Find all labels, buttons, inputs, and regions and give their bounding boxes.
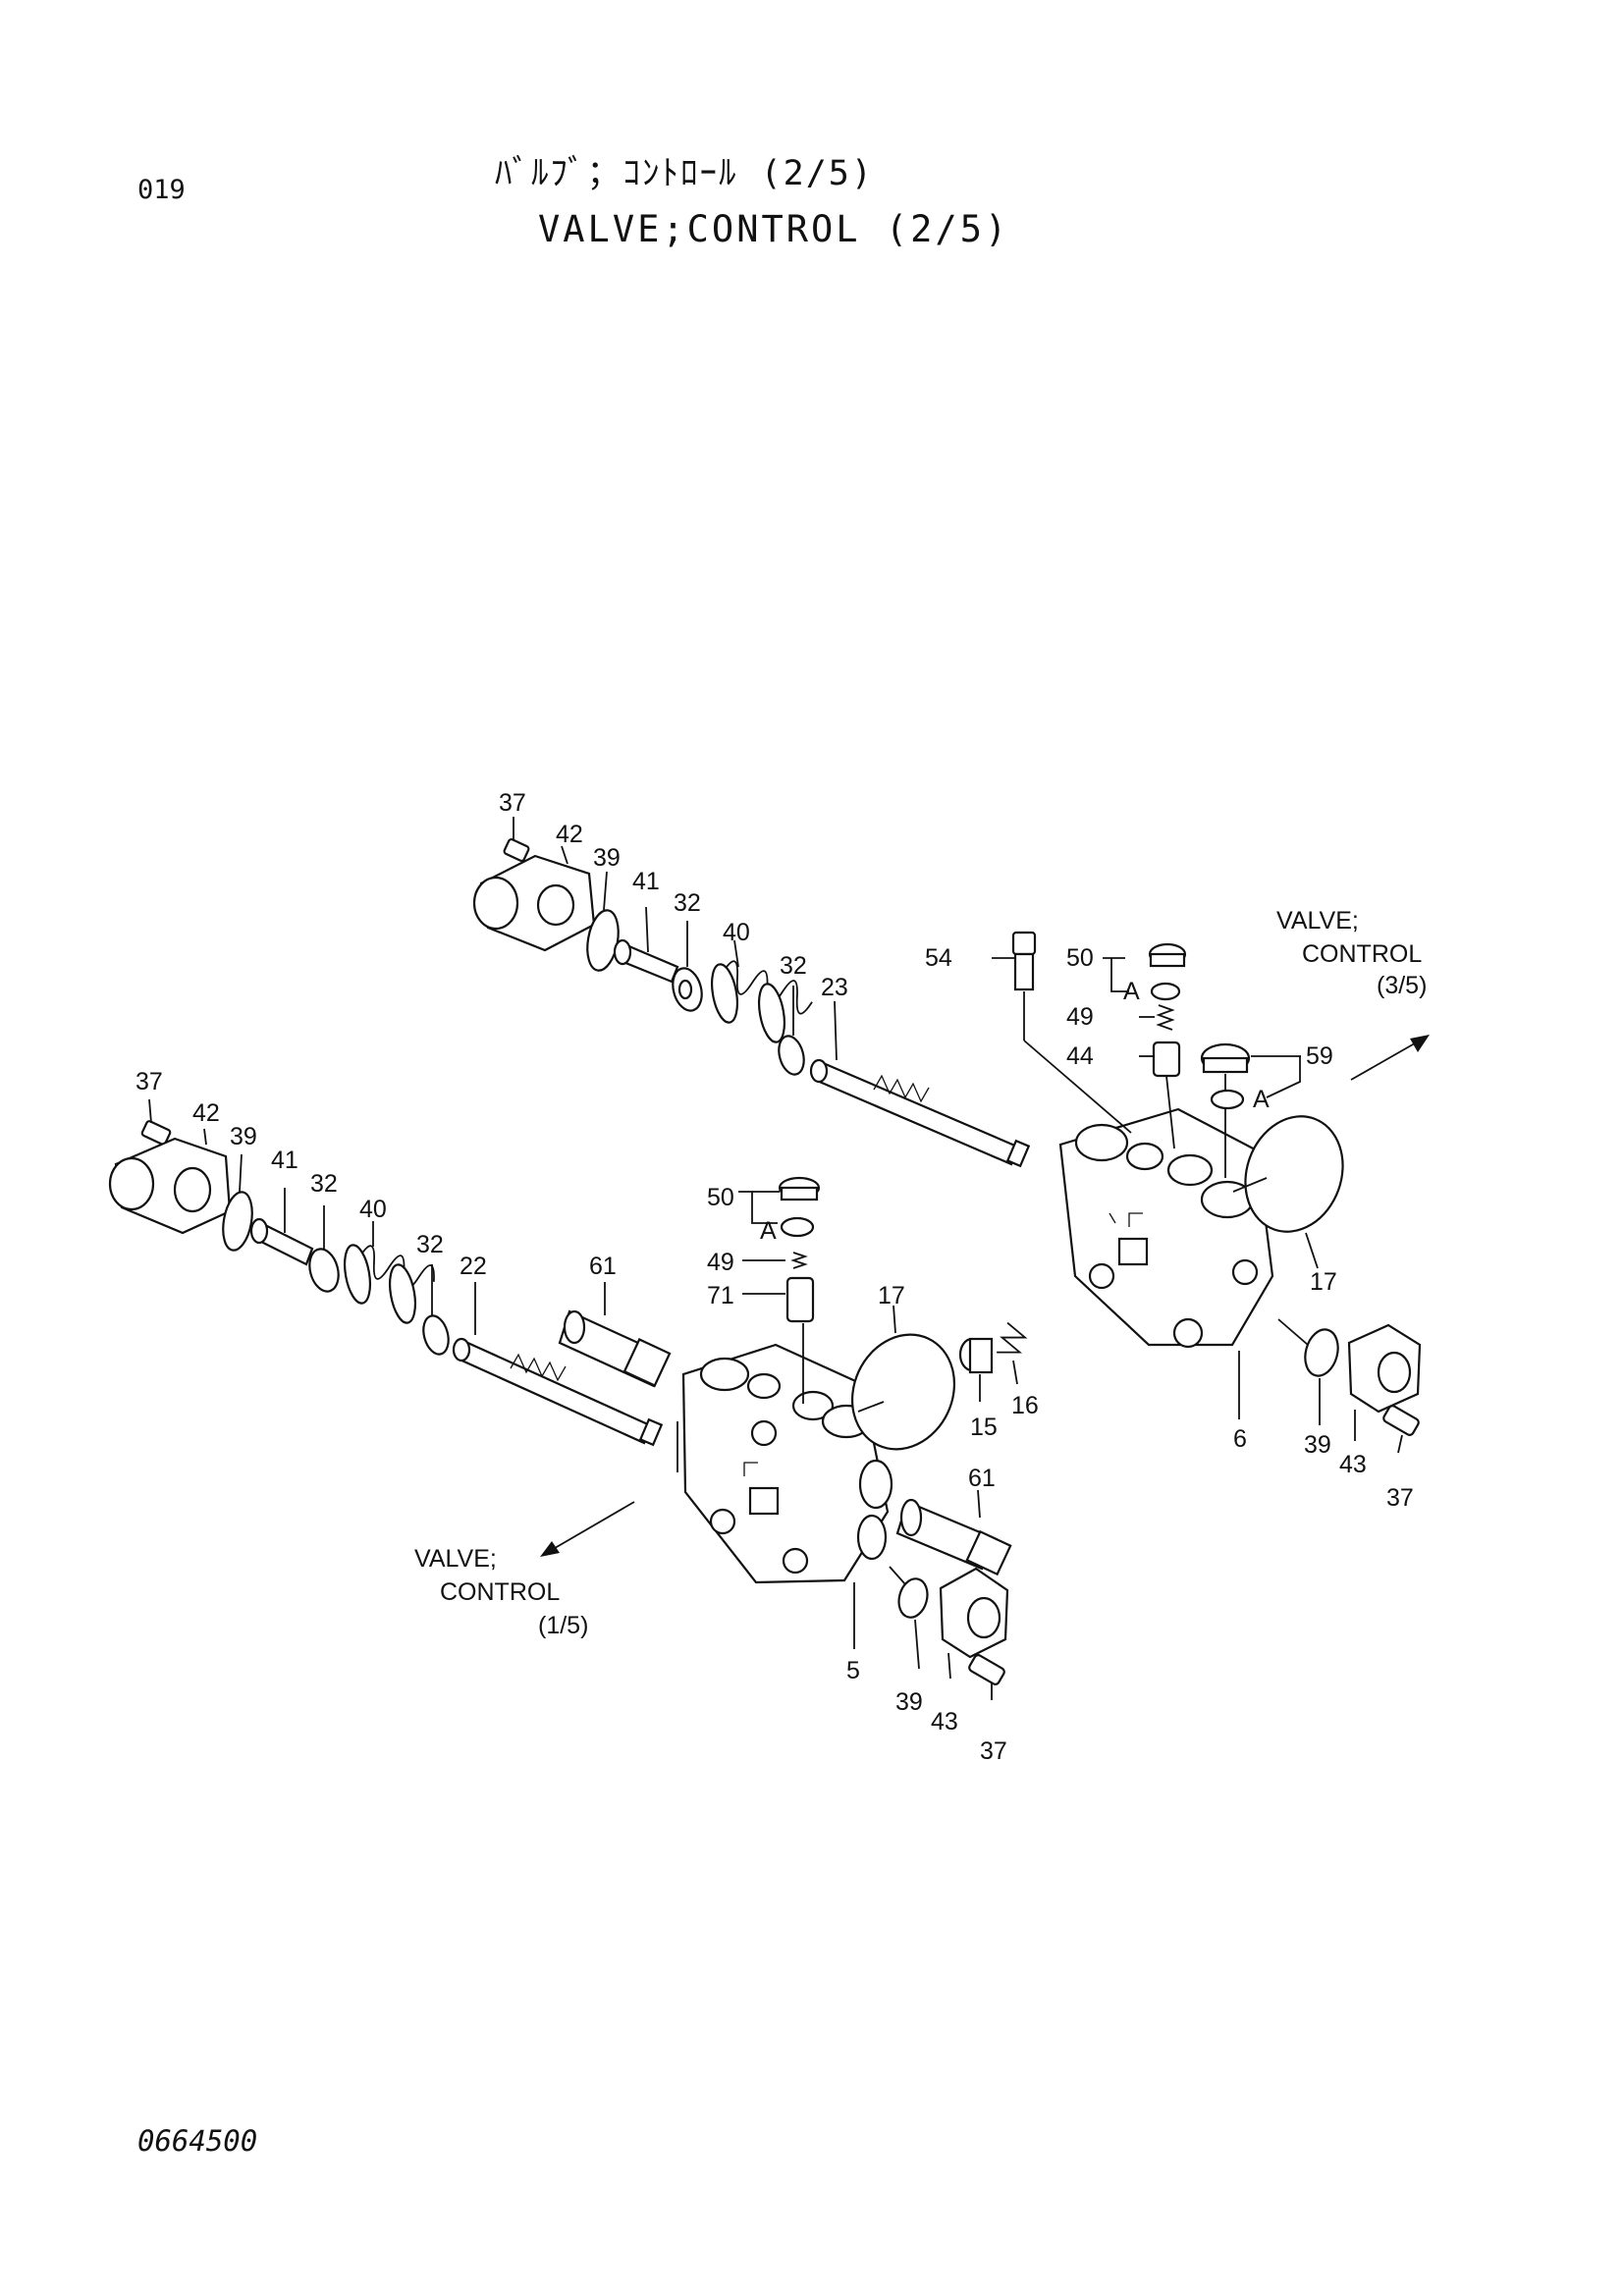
callout-labels: 37 42 39 41 32 40 32 23 54 50 A 49 44 59…	[135, 789, 1414, 1765]
plug-part	[958, 1337, 994, 1402]
callout-16: 16	[1011, 1392, 1039, 1419]
stopper-part	[249, 1188, 314, 1266]
reference-next-line3: (3/5)	[1377, 972, 1427, 999]
bolt-part	[140, 1098, 172, 1146]
callout-61: 61	[968, 1465, 996, 1492]
reference-next-line1: VALVE;	[1276, 907, 1359, 934]
callout-37: 37	[1386, 1484, 1414, 1512]
bolt-part	[1382, 1405, 1420, 1454]
page-number: 019	[137, 175, 186, 205]
callout-40: 40	[359, 1196, 387, 1223]
callout-61: 61	[589, 1253, 617, 1280]
callout-A: A	[1123, 978, 1140, 1005]
reference-previous-valve: VALVE; CONTROL (1/5)	[414, 1545, 588, 1639]
poppet-part	[1139, 1041, 1181, 1149]
callout-5: 5	[846, 1657, 860, 1684]
callout-59: 59	[1306, 1042, 1333, 1070]
cover-part	[472, 845, 596, 952]
callout-41: 41	[632, 868, 660, 895]
callout-32: 32	[310, 1170, 338, 1198]
spring-part	[1139, 1004, 1175, 1031]
relief-valve-part	[558, 1282, 672, 1388]
spring-seat-part	[308, 1205, 340, 1293]
callout-54: 54	[925, 944, 952, 972]
callout-6: 6	[1233, 1425, 1247, 1453]
callout-42: 42	[192, 1099, 220, 1127]
flange-part	[1347, 1323, 1422, 1441]
o-ring-part	[850, 1333, 956, 1451]
plug-part	[992, 931, 1132, 1134]
spring-part	[710, 939, 813, 1043]
callout-43: 43	[1339, 1451, 1367, 1478]
upper-spool-assembly	[472, 817, 1031, 1168]
callout-39: 39	[895, 1688, 923, 1716]
o-ring-part	[780, 1216, 815, 1238]
flange-part	[939, 1567, 1009, 1680]
spring-part	[343, 1221, 435, 1324]
spring-seat-part	[778, 986, 805, 1076]
page-title: VALVE;CONTROL (2/5)	[538, 208, 1010, 250]
reference-prev-line1: VALVE;	[414, 1545, 497, 1573]
center-valve-housing	[676, 1343, 893, 1649]
callout-39: 39	[230, 1123, 257, 1150]
bolt-part	[968, 1654, 1005, 1700]
callout-A: A	[760, 1217, 777, 1245]
callout-22: 22	[460, 1253, 487, 1280]
callout-40: 40	[723, 919, 750, 946]
o-ring-part	[1150, 982, 1181, 1001]
callout-39: 39	[1304, 1431, 1331, 1459]
drawing-number: 0664500	[137, 2124, 258, 2158]
o-ring-part	[1244, 1115, 1344, 1233]
page-title-japanese: ﾊﾞﾙﾌﾞ；ｺﾝﾄﾛｰﾙ (2/5)	[495, 154, 874, 193]
stopper-part	[613, 906, 679, 984]
callout-37: 37	[980, 1737, 1007, 1765]
callout-32: 32	[780, 952, 807, 980]
callout-41: 41	[271, 1147, 298, 1174]
o-ring-part	[1210, 1089, 1245, 1110]
relief-valve-part	[895, 1489, 1012, 1576]
o-ring-part	[897, 1577, 929, 1619]
o-ring-part	[1304, 1328, 1339, 1377]
callout-17: 17	[1310, 1268, 1337, 1296]
right-valve-housing	[1058, 1107, 1274, 1419]
callout-50: 50	[707, 1184, 734, 1211]
spring-seat-part	[422, 1264, 450, 1356]
bolt-part	[503, 817, 530, 863]
callout-32: 32	[674, 889, 701, 917]
spring-part	[742, 1252, 808, 1269]
reference-prev-line3: (1/5)	[538, 1612, 588, 1639]
arrow-to-next-page	[1350, 1035, 1430, 1081]
spring-seat-part	[672, 921, 703, 1012]
callout-50: 50	[1066, 944, 1094, 972]
callout-71: 71	[707, 1282, 734, 1309]
reference-next-valve: VALVE; CONTROL (3/5)	[1276, 907, 1427, 999]
callout-15: 15	[970, 1414, 998, 1441]
plug-part	[738, 1176, 821, 1224]
callout-23: 23	[821, 974, 848, 1001]
callout-32: 32	[416, 1231, 444, 1258]
check-valve-part	[742, 1276, 815, 1404]
callout-17: 17	[878, 1282, 905, 1309]
callout-49: 49	[1066, 1003, 1094, 1031]
arrow-to-previous-page	[540, 1501, 635, 1557]
spool-part	[452, 1282, 664, 1447]
callout-42: 42	[556, 821, 583, 848]
callout-37: 37	[135, 1068, 163, 1095]
lower-spool-assembly	[108, 1098, 672, 1447]
callout-37: 37	[499, 789, 526, 817]
reference-prev-line2: CONTROL	[440, 1578, 560, 1606]
callout-43: 43	[931, 1708, 958, 1735]
spool-part	[809, 1000, 1031, 1168]
callout-44: 44	[1066, 1042, 1094, 1070]
cover-part	[108, 1128, 232, 1235]
spring-part	[997, 1321, 1028, 1385]
plug-part	[1200, 1042, 1301, 1178]
o-ring-part	[222, 1191, 253, 1252]
reference-next-line2: CONTROL	[1302, 940, 1422, 968]
plug-part	[1103, 942, 1187, 992]
callout-A: A	[1253, 1086, 1270, 1113]
callout-49: 49	[707, 1249, 734, 1276]
callout-39: 39	[593, 844, 621, 872]
